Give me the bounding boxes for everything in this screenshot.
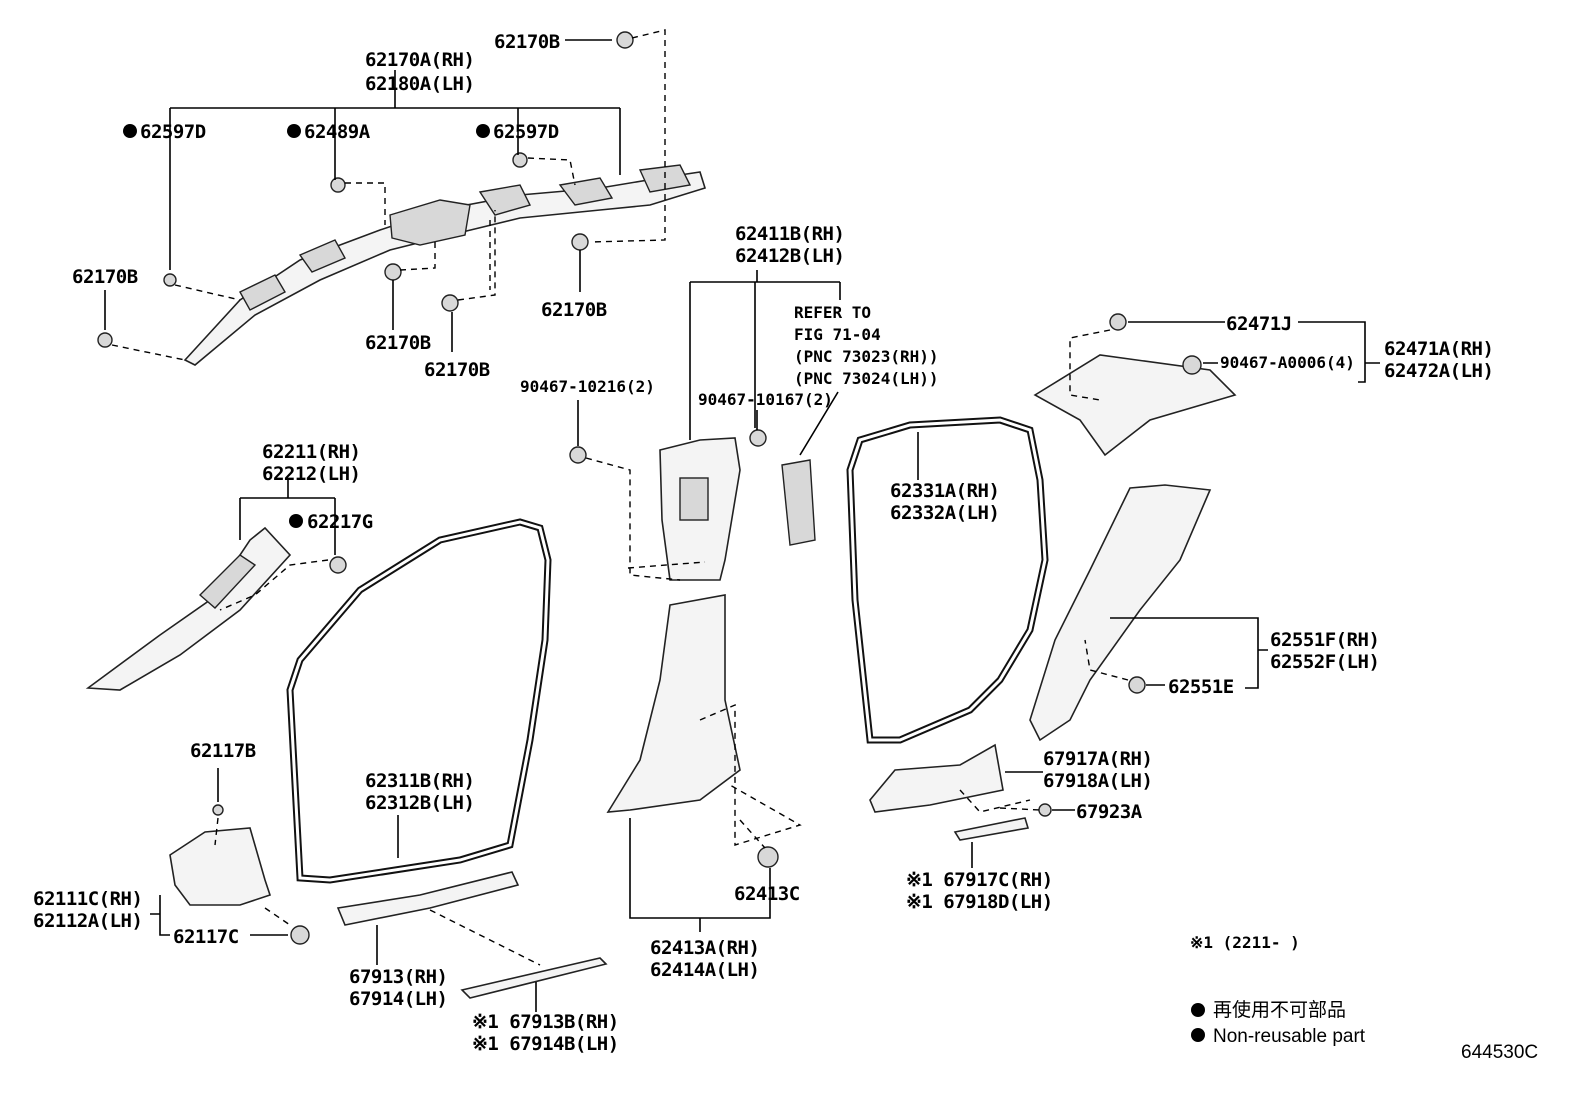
label-62472A-lh: 62472A(LH) — [1384, 360, 1493, 382]
cowl-side-trim — [169, 804, 310, 945]
label-group-left: 62211(RH) 62212(LH) 62217G — [262, 441, 373, 533]
label-62117C: 62117C — [173, 926, 239, 948]
label-62170B-top: 62170B — [494, 31, 560, 53]
refer-note-line3: (PNC 73023(RH)) — [794, 347, 939, 366]
a-pillar-garnish — [85, 526, 347, 691]
label-62597D-a: 62597D — [140, 121, 206, 143]
non-reusable-dot-icon — [287, 124, 301, 138]
label-62471A-rh: 62471A(RH) — [1384, 338, 1493, 360]
label-62551F-rh: 62551F(RH) — [1270, 629, 1379, 651]
label-group-top: 62170B 62170A(RH) 62180A(LH) 62597D 6248… — [72, 31, 607, 381]
quarter-trim-lower — [1029, 484, 1212, 742]
refer-note-line2: FIG 71-04 — [794, 325, 881, 344]
label-67913B-rh: ※1 67913B(RH) — [472, 1011, 619, 1033]
legend: 再使用不可部品 Non-reusable part — [1191, 999, 1366, 1047]
b-pillar-lower — [606, 594, 779, 868]
label-62471J: 62471J — [1226, 313, 1292, 335]
label-62211-rh: 62211(RH) — [262, 441, 360, 463]
clip-icon — [97, 31, 634, 348]
non-reusable-dot-icon — [1191, 1003, 1205, 1017]
refer-note-line4: (PNC 73024(LH)) — [794, 369, 939, 388]
label-62111C-rh: 62111C(RH) — [33, 888, 142, 910]
label-62180A-lh: 62180A(LH) — [365, 73, 474, 95]
non-reusable-dot-icon — [476, 124, 490, 138]
label-62411B-rh: 62411B(RH) — [735, 223, 844, 245]
label-62413C: 62413C — [734, 883, 800, 905]
label-67913-rh: 67913(RH) — [349, 966, 447, 988]
label-62414A-lh: 62414A(LH) — [650, 959, 759, 981]
label-62170B-left: 62170B — [72, 266, 138, 288]
label-62331A-rh: 62331A(RH) — [890, 480, 999, 502]
legend-text-jp: 再使用不可部品 — [1213, 999, 1346, 1021]
label-62413A-rh: 62413A(RH) — [650, 937, 759, 959]
label-67917C-rh: ※1 67917C(RH) — [906, 869, 1053, 891]
label-62412B-lh: 62412B(LH) — [735, 245, 844, 267]
date-note: ※1 (2211- ) — [1190, 933, 1300, 952]
label-62212-lh: 62212(LH) — [262, 463, 360, 485]
b-pillar-upper — [569, 429, 816, 581]
rear-scuff-plate — [869, 743, 1052, 841]
roof-rail-assembly — [183, 164, 707, 366]
label-group-cowl: 62117B 62111C(RH) 62112A(LH) 62117C — [33, 740, 256, 948]
label-group-rear-scuff: 67917A(RH) 67918A(LH) 67923A ※1 67917C(R… — [906, 748, 1153, 913]
label-67914B-lh: ※1 67914B(LH) — [472, 1033, 619, 1055]
label-62597D-b: 62597D — [493, 121, 559, 143]
label-group-front-seal: 62311B(RH) 62312B(LH) — [365, 770, 475, 814]
label-group-right-top: 62471J 90467-A0006(4) 62471A(RH) 62472A(… — [1220, 313, 1494, 382]
refer-note-line1: REFER TO — [794, 303, 871, 322]
non-reusable-dot-icon — [123, 124, 137, 138]
non-reusable-dot-icon — [289, 514, 303, 528]
label-62117B: 62117B — [190, 740, 256, 762]
label-62489A: 62489A — [304, 121, 371, 143]
label-62332A-lh: 62332A(LH) — [890, 502, 999, 524]
label-62552F-lh: 62552F(LH) — [1270, 651, 1379, 673]
label-group-front-scuff: 67913(RH) 67914(LH) ※1 67913B(RH) ※1 679… — [349, 966, 619, 1055]
label-67923A: 67923A — [1076, 801, 1143, 823]
label-group-rear-seal: 62331A(RH) 62332A(LH) — [890, 480, 1000, 524]
label-62170A-rh: 62170A(RH) — [365, 49, 474, 71]
label-62170B-right: 62170B — [541, 299, 607, 321]
label-62217G: 62217G — [307, 511, 373, 533]
rear-door-weatherstrip — [846, 416, 1049, 744]
label-62312B-lh: 62312B(LH) — [365, 792, 474, 814]
label-67914-lh: 67914(LH) — [349, 988, 447, 1010]
non-reusable-dot-icon — [1191, 1028, 1205, 1042]
label-62170B-mid2: 62170B — [424, 359, 490, 381]
label-62170B-mid1: 62170B — [365, 332, 431, 354]
label-67918D-lh: ※1 67918D(LH) — [906, 891, 1053, 913]
label-67917A-rh: 67917A(RH) — [1043, 748, 1152, 770]
label-90467-10216: 90467-10216(2) — [520, 377, 655, 396]
label-group-right-lower: 62551F(RH) 62552F(LH) 62551E — [1168, 629, 1380, 698]
front-scuff-plate — [336, 871, 608, 999]
label-67918A-lh: 67918A(LH) — [1043, 770, 1152, 792]
quarter-trim-upper — [1033, 313, 1237, 457]
front-door-weatherstrip — [286, 518, 552, 884]
label-62551E: 62551E — [1168, 676, 1234, 698]
label-62311B-rh: 62311B(RH) — [365, 770, 474, 792]
label-90467-10167: 90467-10167(2) — [698, 390, 833, 409]
label-62112A-lh: 62112A(LH) — [33, 910, 142, 932]
label-group-b-lower: 62413C 62413A(RH) 62414A(LH) — [650, 883, 800, 981]
legend-text-en: Non-reusable part — [1213, 1026, 1366, 1047]
label-group-center: 62411B(RH) 62412B(LH) REFER TO FIG 71-04… — [520, 223, 939, 409]
figure-code: 644530C — [1461, 1042, 1538, 1063]
label-90467-A0006: 90467-A0006(4) — [1220, 353, 1355, 372]
